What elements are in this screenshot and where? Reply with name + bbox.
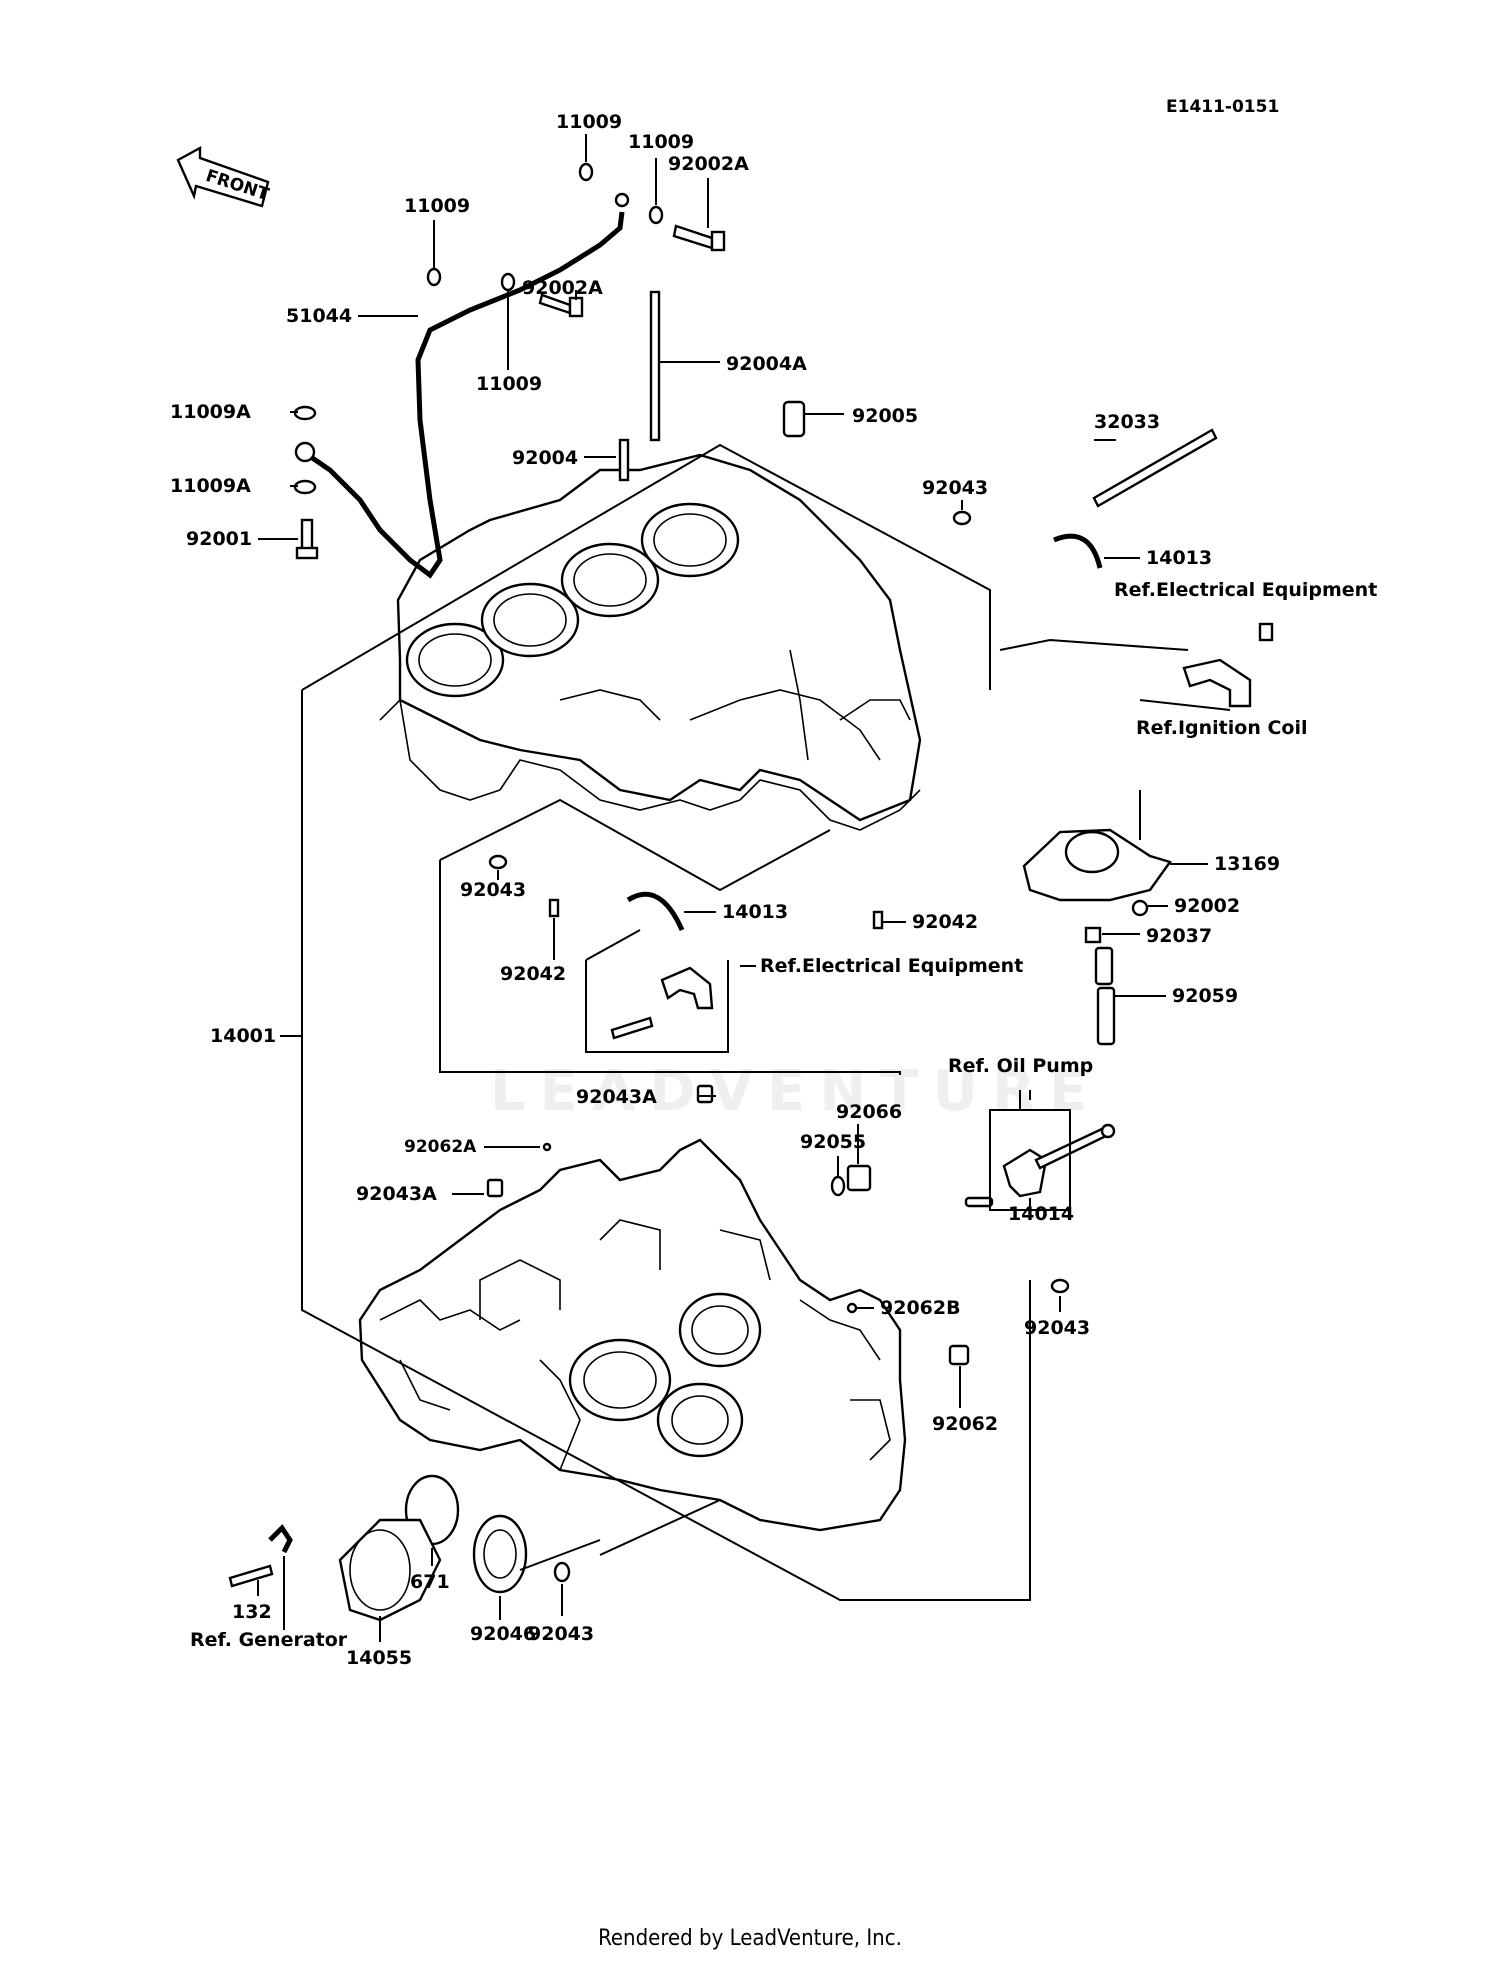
label-92062B: 92062B	[880, 1297, 961, 1319]
lower-crankcase	[358, 1138, 907, 1532]
label-92043-bottom: 92043	[528, 1623, 594, 1645]
label-92043-mid: 92043	[460, 879, 526, 901]
label-92004A: 92004A	[726, 353, 807, 375]
label-11009-c: 11009	[404, 195, 470, 217]
label-92055: 92055	[800, 1131, 866, 1153]
label-92002A-b: 92002A	[522, 277, 603, 299]
ref-ignition-coil: Ref.Ignition Coil	[1136, 717, 1307, 739]
label-92001: 92001	[186, 528, 252, 550]
footer-credit: Rendered by LeadVenture, Inc.	[598, 1926, 902, 1951]
label-14013-top: 14013	[1146, 547, 1212, 569]
label-32033: 32033	[1094, 411, 1160, 433]
label-14013-mid: 14013	[722, 901, 788, 923]
oil-pipe-51044	[294, 192, 630, 579]
leader-lines	[257, 134, 1208, 1642]
label-11009-a: 11009	[556, 111, 622, 133]
label-92043-right: 92043	[1024, 1317, 1090, 1339]
label-92005: 92005	[852, 405, 918, 427]
label-92043A-left: 92043A	[356, 1183, 437, 1205]
label-51044: 51044	[286, 305, 352, 327]
diagram-code: E1411-0151	[1166, 97, 1279, 117]
label-13169: 13169	[1214, 853, 1280, 875]
watermark: LEADVENTURE	[490, 1059, 1101, 1124]
label-14014: 14014	[1008, 1203, 1074, 1225]
label-92002: 92002	[1174, 895, 1240, 917]
label-92037: 92037	[1146, 925, 1212, 947]
label-671: 671	[410, 1571, 450, 1593]
label-11009-d: 11009	[476, 373, 542, 395]
label-11009-b: 11009	[628, 131, 694, 153]
label-92062: 92062	[932, 1413, 998, 1435]
label-92046: 92046	[470, 1623, 536, 1645]
label-14001: 14001	[210, 1025, 276, 1047]
ref-oil-pump: Ref. Oil Pump	[948, 1055, 1093, 1077]
label-92002A-a: 92002A	[668, 153, 749, 175]
ref-generator: Ref. Generator	[190, 1629, 348, 1651]
label-92062A: 92062A	[404, 1137, 477, 1157]
label-132: 132	[232, 1601, 272, 1623]
reference-labels: Ref.Electrical Equipment Ref.Ignition Co…	[190, 579, 1377, 1651]
upper-crankcase	[379, 453, 922, 831]
part-labels: 11009 11009 92002A 11009 92002A 51044 11…	[170, 111, 1280, 1669]
label-11009A-b: 11009A	[170, 475, 251, 497]
label-92004: 92004	[512, 447, 578, 469]
label-92043A-top: 92043A	[576, 1086, 657, 1108]
ref-electrical-equipment-mid: Ref.Electrical Equipment	[760, 955, 1023, 977]
label-92042-mid: 92042	[500, 963, 566, 985]
ref-electrical-equipment-top: Ref.Electrical Equipment	[1114, 579, 1377, 601]
front-arrow-icon: FRONT	[176, 145, 272, 208]
label-92042-right: 92042	[912, 911, 978, 933]
assembly-outlines	[301, 443, 1231, 1601]
label-11009A-a: 11009A	[170, 401, 251, 423]
label-92043-top: 92043	[922, 477, 988, 499]
label-92066: 92066	[836, 1101, 902, 1123]
label-92059: 92059	[1172, 985, 1238, 1007]
label-14055: 14055	[346, 1647, 412, 1669]
bolts-group	[228, 162, 1274, 1622]
